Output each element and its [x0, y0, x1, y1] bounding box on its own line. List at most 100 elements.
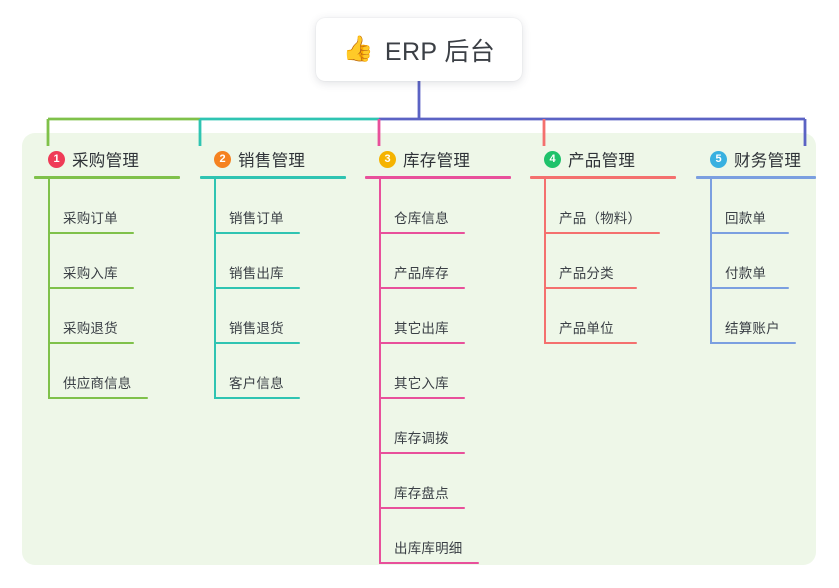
branch-badge-1: 1	[48, 150, 65, 168]
branch-title: 财务管理	[734, 152, 802, 170]
leaf-label: 仓库信息	[394, 211, 449, 226]
branch-body: 回款单付款单结算账户	[696, 179, 816, 344]
branch-title: 采购管理	[72, 152, 140, 170]
leaf-underline	[379, 232, 465, 234]
leaf-item[interactable]: 产品单位	[530, 289, 676, 344]
leaf-item[interactable]: 产品库存	[365, 234, 511, 289]
branch-body: 销售订单销售出库销售退货客户信息	[200, 179, 346, 399]
leaf-label: 产品库存	[394, 266, 449, 281]
leaf-label: 库存盘点	[394, 486, 449, 501]
leaf-item[interactable]: 回款单	[696, 179, 816, 234]
branch-column-3: 3 库存管理仓库信息产品库存其它出库其它入库库存调拨库存盘点出库库明细	[365, 146, 511, 564]
leaf-item[interactable]: 销售退货	[200, 289, 346, 344]
branch-title: 库存管理	[403, 152, 471, 170]
leaf-label: 结算账户	[725, 321, 780, 336]
branch-body: 采购订单采购入库采购退货供应商信息	[34, 179, 180, 399]
leaf-underline	[379, 452, 465, 454]
leaf-item[interactable]: 销售出库	[200, 234, 346, 289]
leaf-item[interactable]: 仓库信息	[365, 179, 511, 234]
branch-column-5: 5 财务管理回款单付款单结算账户	[696, 146, 816, 344]
leaf-item[interactable]: 产品分类	[530, 234, 676, 289]
branch-body: 仓库信息产品库存其它出库其它入库库存调拨库存盘点出库库明细	[365, 179, 511, 564]
leaf-label: 采购退货	[63, 321, 118, 336]
leaf-item[interactable]: 付款单	[696, 234, 816, 289]
branch-badge-4: 4	[544, 150, 561, 168]
leaf-underline	[379, 342, 465, 344]
leaf-underline	[544, 287, 637, 289]
leaf-list: 回款单付款单结算账户	[696, 179, 816, 344]
leaf-label: 其它入库	[394, 376, 449, 391]
leaf-item[interactable]: 销售订单	[200, 179, 346, 234]
leaf-item[interactable]: 采购订单	[34, 179, 180, 234]
leaf-label: 其它出库	[394, 321, 449, 336]
leaf-label: 销售退货	[229, 321, 284, 336]
leaf-underline	[379, 562, 479, 564]
branch-spine	[48, 179, 50, 399]
leaf-underline	[544, 342, 637, 344]
leaf-underline	[214, 397, 300, 399]
branch-column-4: 4 产品管理产品（物料） 产品分类产品单位	[530, 146, 676, 344]
branch-badge-2: 2	[214, 150, 231, 168]
leaf-label: 出库库明细	[394, 541, 463, 556]
leaf-item[interactable]: 采购入库	[34, 234, 180, 289]
branch-header-3[interactable]: 3 库存管理	[365, 146, 511, 172]
leaf-underline	[710, 287, 789, 289]
root-node[interactable]: 👍 ERP 后台	[316, 18, 522, 81]
leaf-underline	[379, 287, 465, 289]
leaf-underline	[710, 232, 789, 234]
leaf-item[interactable]: 客户信息	[200, 344, 346, 399]
leaf-label: 供应商信息	[63, 376, 132, 391]
leaf-list: 采购订单采购入库采购退货供应商信息	[34, 179, 180, 399]
branch-spine	[544, 179, 546, 344]
branch-badge-5: 5	[710, 150, 727, 168]
branch-underline	[365, 176, 511, 179]
branch-column-1: 1 采购管理采购订单采购入库采购退货供应商信息	[34, 146, 180, 399]
branch-body: 产品（物料） 产品分类产品单位	[530, 179, 676, 344]
leaf-item[interactable]: 库存调拨	[365, 399, 511, 454]
leaf-item[interactable]: 库存盘点	[365, 454, 511, 509]
leaf-underline	[48, 342, 134, 344]
leaf-label: 采购入库	[63, 266, 118, 281]
leaf-label: 库存调拨	[394, 431, 449, 446]
branch-underline	[696, 176, 816, 179]
thumbs-up-icon: 👍	[342, 35, 374, 63]
branch-header-4[interactable]: 4 产品管理	[530, 146, 676, 172]
leaf-underline	[214, 232, 300, 234]
branch-underline	[530, 176, 676, 179]
branch-title: 销售管理	[238, 152, 306, 170]
leaf-item[interactable]: 其它入库	[365, 344, 511, 399]
branch-spine	[214, 179, 216, 399]
leaf-label: 付款单	[725, 266, 767, 281]
leaf-item[interactable]: 出库库明细	[365, 509, 511, 564]
branch-title: 产品管理	[568, 152, 636, 170]
leaf-list: 销售订单销售出库销售退货客户信息	[200, 179, 346, 399]
leaf-label: 销售出库	[229, 266, 284, 281]
leaf-underline	[214, 287, 300, 289]
leaf-underline	[48, 232, 134, 234]
branch-underline	[200, 176, 346, 179]
leaf-label: 产品单位	[559, 321, 614, 336]
branch-column-2: 2 销售管理销售订单销售出库销售退货客户信息	[200, 146, 346, 399]
leaf-label: 采购订单	[63, 211, 118, 226]
branch-header-2[interactable]: 2 销售管理	[200, 146, 346, 172]
leaf-underline	[48, 287, 134, 289]
leaf-item[interactable]: 其它出库	[365, 289, 511, 344]
leaf-label: 客户信息	[229, 376, 284, 391]
leaf-label: 销售订单	[229, 211, 284, 226]
leaf-list: 仓库信息产品库存其它出库其它入库库存调拨库存盘点出库库明细	[365, 179, 511, 564]
leaf-list: 产品（物料） 产品分类产品单位	[530, 179, 676, 344]
branch-header-1[interactable]: 1 采购管理	[34, 146, 180, 172]
leaf-label: 回款单	[725, 211, 767, 226]
leaf-item[interactable]: 结算账户	[696, 289, 816, 344]
leaf-underline	[710, 342, 796, 344]
leaf-item[interactable]: 产品（物料）	[530, 179, 676, 234]
leaf-item[interactable]: 供应商信息	[34, 344, 180, 399]
branch-header-5[interactable]: 5 财务管理	[696, 146, 816, 172]
leaf-underline	[379, 397, 465, 399]
branch-badge-3: 3	[379, 150, 396, 168]
leaf-label: 产品（物料）	[559, 211, 642, 226]
leaf-item[interactable]: 采购退货	[34, 289, 180, 344]
leaf-underline	[379, 507, 465, 509]
branch-spine	[379, 179, 381, 564]
